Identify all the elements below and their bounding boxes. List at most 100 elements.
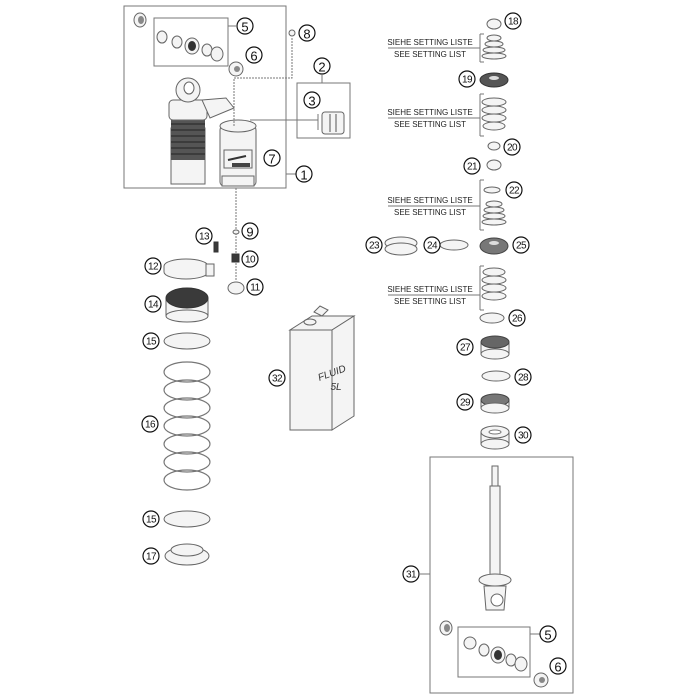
callout-number: 5	[544, 628, 551, 643]
callout-6: 6	[549, 657, 567, 675]
setting-note-de: SIEHE SETTING LISTE	[387, 108, 472, 117]
callout-number: 30	[518, 431, 529, 442]
callout-number: 5	[241, 20, 248, 35]
callout-circle	[141, 415, 159, 433]
callout-circle	[295, 165, 313, 183]
callout-5: 5	[236, 17, 254, 35]
bump-stop-30-part	[480, 425, 510, 450]
callout-9: 9	[241, 222, 259, 240]
spring-seat-upper-part	[163, 332, 211, 350]
washer-26-part	[479, 312, 505, 324]
callout-number: 25	[516, 241, 527, 252]
oring-28-part	[481, 370, 511, 382]
oring-24-part	[439, 239, 469, 251]
callout-2: 2	[313, 57, 331, 75]
piston-25-part	[479, 237, 509, 255]
callout-circle	[505, 181, 523, 199]
callout-circle	[195, 227, 213, 245]
callout-number: 15	[146, 515, 157, 526]
setting-note-de: SIEHE SETTING LISTE	[387, 285, 472, 294]
callout-number: 20	[507, 143, 518, 154]
callout-circle	[514, 426, 532, 444]
oring-9-part	[232, 229, 240, 235]
spacer-20-part	[487, 141, 501, 151]
callout-23: 23	[365, 236, 383, 254]
callout-circle	[456, 338, 474, 356]
callout-circle	[142, 332, 160, 350]
clamp-ring-part	[163, 258, 215, 280]
nut-10-part	[231, 253, 240, 263]
callout-number: 3	[308, 94, 315, 109]
callout-circle	[241, 250, 259, 268]
callout-30: 30	[514, 426, 532, 444]
callout-6: 6	[245, 46, 263, 64]
callout-number: 9	[246, 225, 253, 240]
callout-27: 27	[456, 338, 474, 356]
setting-note-1: SIEHE SETTING LISTE SEE SETTING LIST	[387, 38, 480, 59]
callout-number: 23	[369, 241, 380, 252]
shim-stack-3-part	[481, 200, 507, 226]
callout-32: 32	[268, 369, 286, 387]
callout-circle	[508, 309, 526, 327]
callout-circle	[503, 138, 521, 156]
callout-8: 8	[298, 24, 316, 42]
callout-number: 1	[300, 168, 307, 183]
piston-rod-part	[478, 465, 512, 611]
shock-body	[168, 77, 257, 187]
shim-stack-4-part	[481, 267, 507, 301]
callout-number: 7	[268, 152, 275, 167]
callout-14: 14	[144, 295, 162, 313]
callout-circle	[549, 657, 567, 675]
callout-number: 15	[146, 337, 157, 348]
callout-26: 26	[508, 309, 526, 327]
callout-number: 11	[250, 283, 260, 294]
callout-number: 24	[427, 241, 438, 252]
setting-note-2: SIEHE SETTING LISTE SEE SETTING LIST	[387, 108, 480, 129]
callout-15: 15	[142, 332, 160, 350]
rod-bearing-kit-box	[457, 626, 531, 678]
callout-circle	[263, 149, 281, 167]
callout-circle	[142, 510, 160, 528]
callout-number: 14	[148, 300, 159, 311]
setting-note-de: SIEHE SETTING LISTE	[387, 196, 472, 205]
callout-number: 29	[460, 398, 471, 409]
callout-circle	[512, 236, 530, 254]
setting-note-de: SIEHE SETTING LISTE	[387, 38, 472, 47]
spacer-part	[228, 61, 244, 77]
callout-circle	[539, 625, 557, 643]
callout-11: 11	[246, 278, 264, 296]
callout-circle	[268, 369, 286, 387]
shim-stack-2-part	[481, 97, 507, 131]
callout-circle	[245, 46, 263, 64]
bearing-kit-parts	[156, 30, 224, 62]
callout-number: 21	[467, 162, 478, 173]
callout-1: 1	[295, 165, 313, 183]
callout-3: 3	[303, 91, 321, 109]
setting-note-3: SIEHE SETTING LISTE SEE SETTING LIST	[387, 196, 480, 217]
dust-seal-part	[133, 12, 147, 28]
callout-circle	[463, 157, 481, 175]
callout-25: 25	[512, 236, 530, 254]
callout-28: 28	[514, 368, 532, 386]
callout-circle	[142, 547, 160, 565]
valve-cap-part	[288, 29, 296, 37]
bearing-kit-box	[153, 17, 229, 67]
callout-number: 22	[509, 186, 520, 197]
adjuster-kit-box	[296, 82, 351, 139]
screw-13-part	[213, 241, 219, 253]
callout-18: 18	[504, 12, 522, 30]
shock-absorber-assembly-box	[123, 5, 296, 189]
callout-20: 20	[503, 138, 521, 156]
callout-circle	[423, 236, 441, 254]
setting-note-4: SIEHE SETTING LISTE SEE SETTING LIST	[387, 285, 480, 306]
callout-15: 15	[142, 510, 160, 528]
callout-circle	[144, 257, 162, 275]
callout-number: 28	[518, 373, 529, 384]
shim-stack-1-part	[481, 34, 507, 60]
callout-5: 5	[539, 625, 557, 643]
callout-circle	[402, 565, 420, 583]
callout-circle	[144, 295, 162, 313]
callout-21: 21	[463, 157, 481, 175]
